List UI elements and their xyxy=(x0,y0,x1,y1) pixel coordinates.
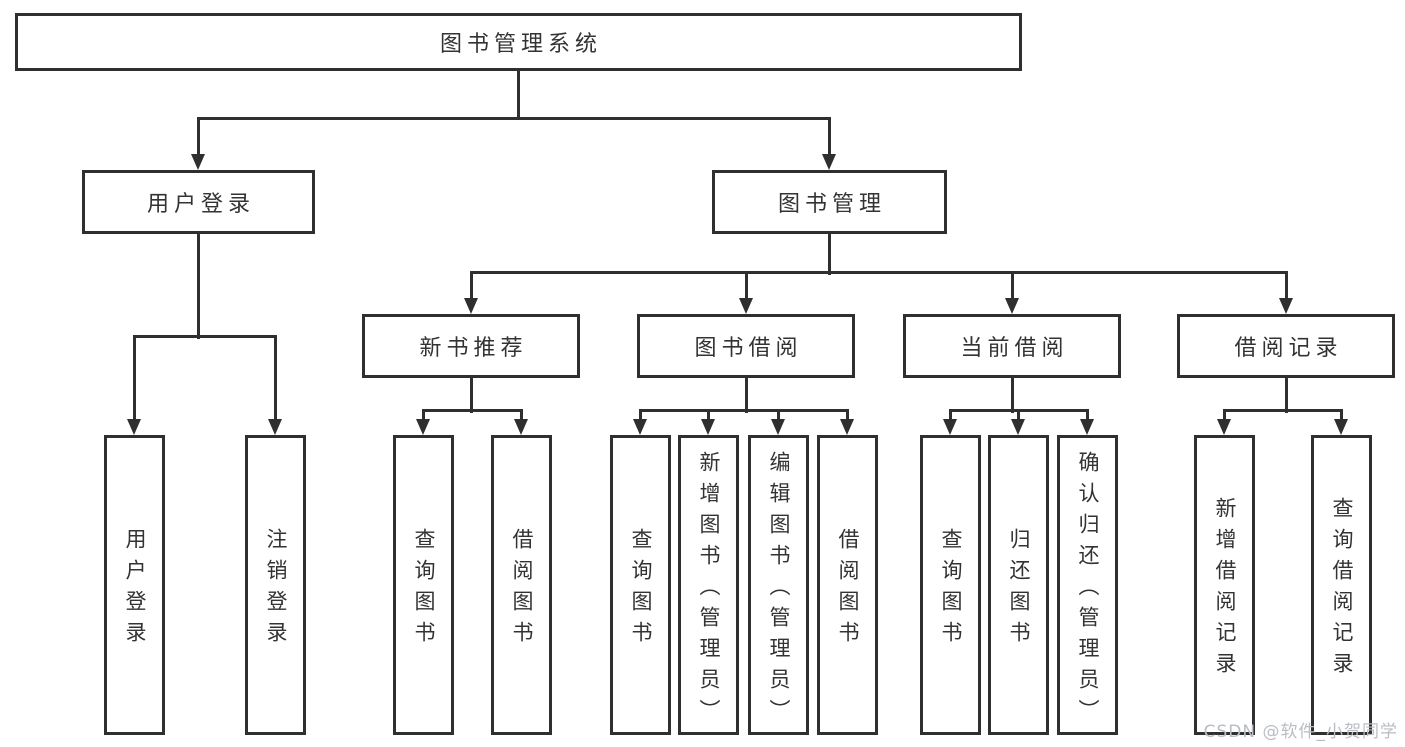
node-book-borrow: 图书借阅 xyxy=(637,314,855,378)
arrow-down-icon xyxy=(701,419,715,435)
arrow-down-icon xyxy=(191,154,205,170)
node-label: 查询图书 xyxy=(629,528,653,652)
node-label: 借阅图书 xyxy=(836,528,860,652)
connector-line xyxy=(133,335,277,338)
connector-line xyxy=(1011,272,1014,302)
connector-line xyxy=(1086,410,1089,423)
connector-line xyxy=(828,233,831,275)
connector-line xyxy=(133,336,136,423)
connector-line xyxy=(745,378,748,413)
connector-line xyxy=(846,410,849,423)
connector-line xyxy=(1223,410,1226,423)
connector-line xyxy=(422,409,523,412)
node-label: 图书借阅 xyxy=(694,336,803,361)
node-user-login: 用户登录 xyxy=(82,170,315,234)
leaf-logout: 注销登录 xyxy=(245,435,306,735)
connector-line xyxy=(1340,410,1343,423)
arrow-down-icon xyxy=(127,419,141,435)
arrow-down-icon xyxy=(633,419,647,435)
leaf-user-login: 用户登录 xyxy=(104,435,165,735)
node-label: 借阅记录 xyxy=(1234,336,1343,361)
leaf-query-borrow-record: 查询借阅记录 xyxy=(1311,435,1372,735)
leaf-query-books-borrow: 查询图书 xyxy=(610,435,671,735)
node-label: 编辑图书（管理员） xyxy=(767,450,791,730)
node-label: 新书推荐 xyxy=(419,336,528,361)
arrow-down-icon xyxy=(514,419,528,435)
connector-line xyxy=(1285,272,1288,302)
node-label: 新增借阅记录 xyxy=(1213,497,1237,683)
connector-line xyxy=(828,118,831,158)
connector-line xyxy=(422,410,425,423)
arrow-down-icon xyxy=(1279,298,1293,314)
connector-line xyxy=(1011,378,1014,413)
connector-line xyxy=(197,118,200,158)
node-borrow-records: 借阅记录 xyxy=(1177,314,1395,378)
connector-line xyxy=(470,271,1288,274)
node-label: 归还图书 xyxy=(1007,528,1031,652)
node-label: 查询借阅记录 xyxy=(1330,497,1354,683)
connector-line xyxy=(197,233,200,339)
node-label: 确认归还（管理员） xyxy=(1076,450,1100,730)
node-book-management: 图书管理 xyxy=(712,170,947,234)
arrow-down-icon xyxy=(771,419,785,435)
connector-line xyxy=(1285,378,1288,413)
leaf-borrow-books: 借阅图书 xyxy=(817,435,878,735)
connector-line xyxy=(470,378,473,413)
arrow-down-icon xyxy=(822,154,836,170)
arrow-down-icon xyxy=(268,419,282,435)
leaf-confirm-return-admin: 确认归还（管理员） xyxy=(1057,435,1118,735)
node-label: 新增图书（管理员） xyxy=(697,450,721,730)
leaf-add-book-admin: 新增图书（管理员） xyxy=(678,435,739,735)
connector-line xyxy=(707,410,710,423)
node-label: 注销登录 xyxy=(264,528,288,652)
node-current-borrow: 当前借阅 xyxy=(903,314,1121,378)
connector-line xyxy=(639,410,642,423)
arrow-down-icon xyxy=(464,298,478,314)
node-label: 借阅图书 xyxy=(510,528,534,652)
connector-line xyxy=(274,336,277,423)
arrow-down-icon xyxy=(1005,298,1019,314)
connector-line xyxy=(949,410,952,423)
arrow-down-icon xyxy=(1334,419,1348,435)
arrow-down-icon xyxy=(1217,419,1231,435)
arrow-down-icon xyxy=(1080,419,1094,435)
connector-line xyxy=(197,117,831,120)
leaf-query-books-current: 查询图书 xyxy=(920,435,981,735)
leaf-return-book: 归还图书 xyxy=(988,435,1049,735)
connector-line xyxy=(520,410,523,423)
node-label: 图书管理 xyxy=(777,192,886,217)
leaf-borrow-books-recommend: 借阅图书 xyxy=(491,435,552,735)
arrow-down-icon xyxy=(739,298,753,314)
node-library-management-system: 图书管理系统 xyxy=(15,13,1022,71)
node-label: 查询图书 xyxy=(939,528,963,652)
node-label: 查询图书 xyxy=(412,528,436,652)
node-label: 当前借阅 xyxy=(960,336,1069,361)
node-new-book-recommend: 新书推荐 xyxy=(362,314,580,378)
connector-line xyxy=(1017,410,1020,423)
arrow-down-icon xyxy=(840,419,854,435)
arrow-down-icon xyxy=(1011,419,1025,435)
connector-line xyxy=(639,409,849,412)
leaf-query-books-recommend: 查询图书 xyxy=(393,435,454,735)
node-label: 用户登录 xyxy=(123,528,147,652)
connector-line xyxy=(777,410,780,423)
node-label: 用户登录 xyxy=(146,192,255,217)
connector-line xyxy=(745,272,748,302)
watermark: CSDN @软件_小贺同学 xyxy=(1203,722,1398,742)
arrow-down-icon xyxy=(416,419,430,435)
leaf-add-borrow-record: 新增借阅记录 xyxy=(1194,435,1255,735)
arrow-down-icon xyxy=(943,419,957,435)
node-label: 图书管理系统 xyxy=(439,32,602,57)
connector-line xyxy=(517,71,520,120)
connector-line xyxy=(470,272,473,302)
connector-line xyxy=(1223,409,1343,412)
leaf-edit-book-admin: 编辑图书（管理员） xyxy=(748,435,809,735)
